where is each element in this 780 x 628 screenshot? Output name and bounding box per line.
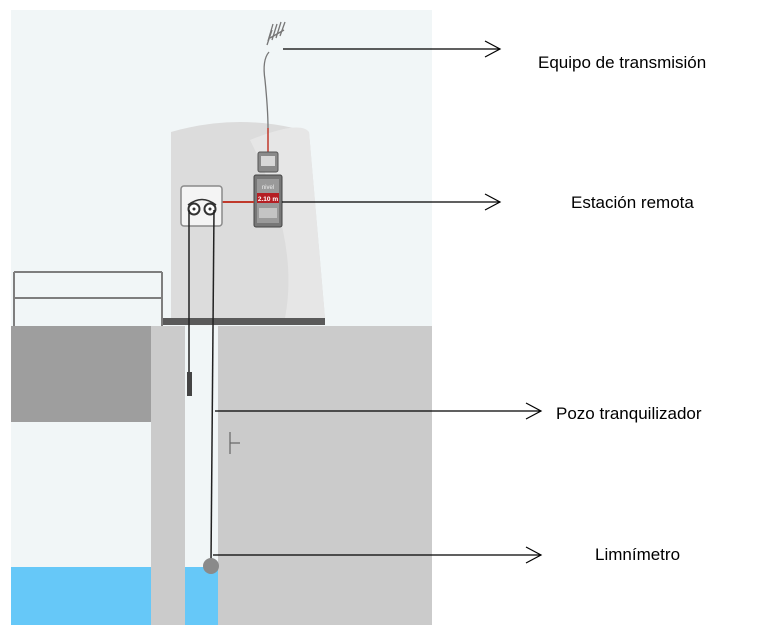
water-well (185, 567, 218, 625)
float (203, 558, 219, 574)
callout-remote-station (282, 193, 502, 211)
counterweight (187, 372, 192, 396)
callout-transmission (283, 40, 502, 58)
display-title: nivel (262, 185, 274, 191)
float-pulley (180, 185, 223, 227)
staff-gauge-mark (229, 432, 240, 454)
float-cable (210, 209, 215, 563)
well-left-wall (151, 326, 185, 625)
transmitter-box (257, 151, 279, 173)
water-left (11, 567, 151, 625)
label-remote-station: Estación remota (571, 193, 694, 212)
callout-stilling-well (215, 402, 543, 420)
left-wall (11, 326, 151, 422)
label-stilling-well: Pozo tranquilizador (556, 404, 702, 423)
label-transmission: Equipo de transmisión (538, 53, 707, 72)
remote-station-unit: nivel 2.10 m (253, 174, 283, 228)
railing (13, 271, 163, 326)
right-ground (218, 326, 432, 625)
antenna-icon (263, 21, 286, 129)
platform-slab (163, 318, 325, 325)
callout-limnimeter (213, 546, 543, 564)
label-limnimeter: Limnímetro (595, 545, 681, 564)
display-value: 2.10 m (258, 196, 278, 203)
